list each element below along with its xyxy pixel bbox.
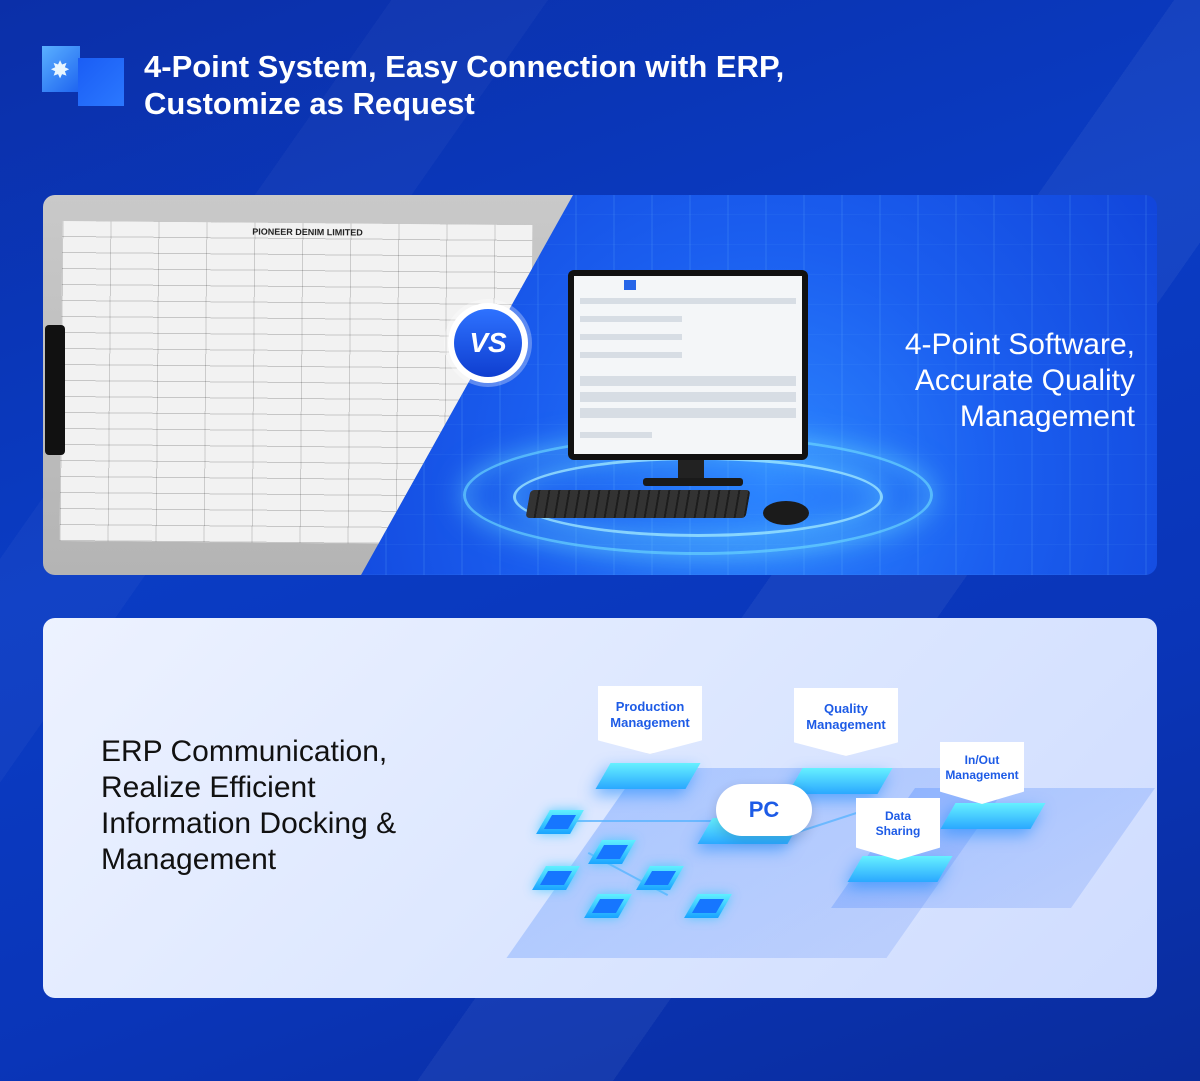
header: ✸ 4-Point System, Easy Connection with E… — [42, 44, 784, 122]
monitor-icon — [568, 270, 808, 460]
erp-caption-line-4: Management — [101, 843, 277, 876]
sheet-title: PIONEER DENIM LIMITED — [252, 226, 363, 238]
data-platform — [847, 856, 953, 882]
title-line-1: 4-Point System, Easy Connection with ERP… — [144, 49, 785, 84]
comparison-card: PIONEER DENIM LIMITED VS 4-Point Softwar… — [43, 195, 1157, 575]
data-sharing-label: Data Sharing — [856, 798, 940, 860]
vs-badge: VS — [448, 303, 528, 383]
network-node-icon — [536, 810, 584, 834]
caption-line-2: Accurate Quality — [914, 364, 1135, 397]
keyboard-icon — [525, 490, 751, 518]
vs-label: VS — [454, 309, 522, 377]
software-screen — [574, 276, 802, 454]
erp-caption-line-2: Realize Efficient — [101, 771, 316, 804]
title-line-2: Customize as Request — [144, 86, 475, 121]
monitor-stand — [678, 460, 704, 480]
pc-label: PC — [748, 797, 780, 822]
mouse-icon — [763, 501, 809, 525]
erp-caption-line-1: ERP Communication, — [101, 735, 388, 768]
erp-caption: ERP Communication, Realize Efficient Inf… — [101, 734, 396, 878]
quality-management-label: Quality Management — [794, 688, 898, 756]
software-caption: 4-Point Software, Accurate Quality Manag… — [905, 327, 1135, 435]
caption-line-3: Management — [959, 400, 1135, 433]
erp-card: ERP Communication, Realize Efficient Inf… — [43, 618, 1157, 998]
monitor-base — [643, 478, 743, 486]
page-title: 4-Point System, Easy Connection with ERP… — [144, 48, 784, 122]
brand-logo-icon: ✸ — [42, 44, 126, 108]
connector-line — [563, 820, 713, 822]
erp-caption-line-3: Information Docking & — [101, 807, 397, 840]
production-platform — [595, 763, 701, 789]
production-management-label: Production Management — [598, 686, 702, 754]
pc-cloud-icon: PC — [716, 766, 812, 836]
caption-line-1: 4-Point Software, — [904, 328, 1135, 361]
inout-management-label: In/Out Management — [940, 742, 1024, 804]
inout-platform — [940, 803, 1046, 829]
clipboard-clip-icon — [45, 325, 65, 455]
